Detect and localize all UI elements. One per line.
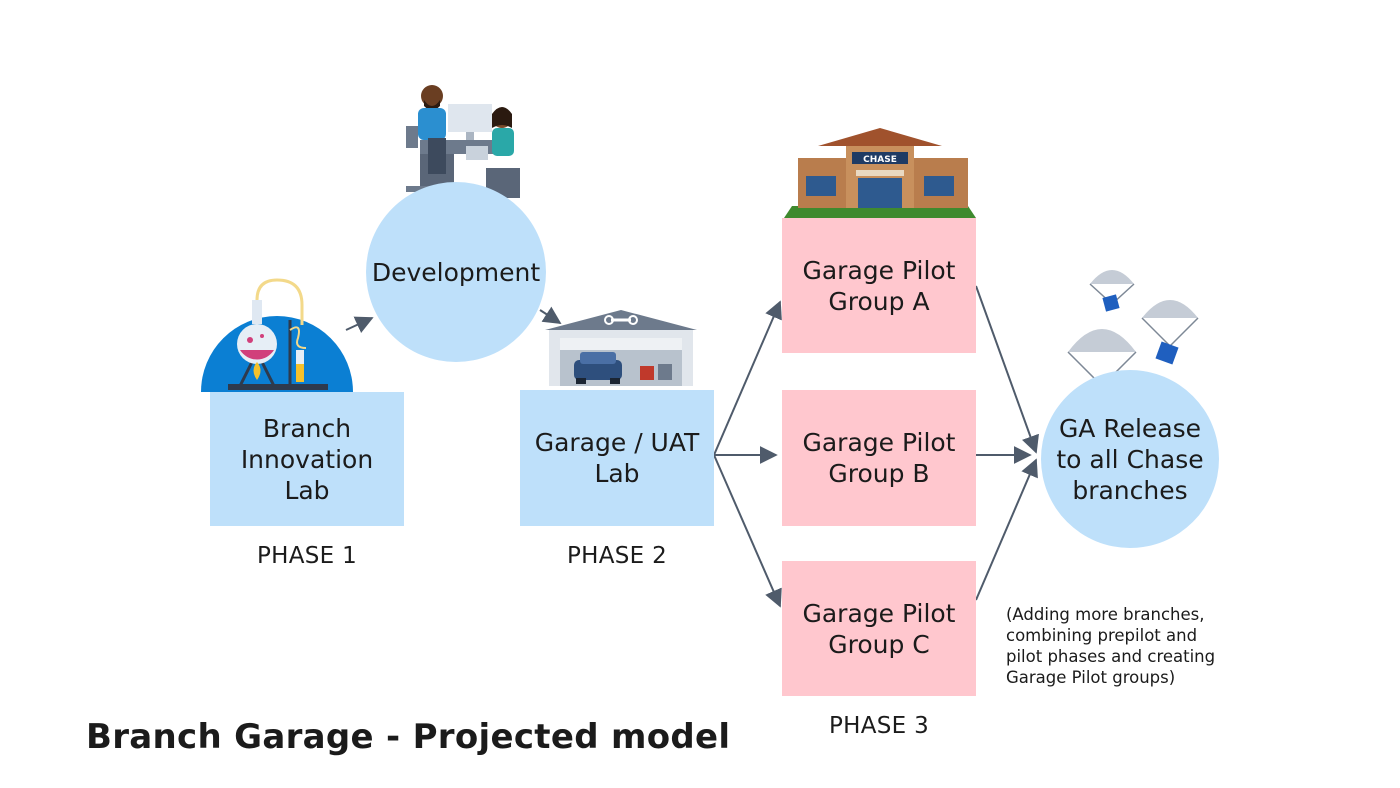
arrow-lab-to-development [345, 316, 374, 333]
phase-1-label: PHASE 1 [256, 543, 358, 569]
node-pilot-group-a: Garage Pilot Group A [782, 218, 976, 353]
arrow-garage-to-pilot-a [713, 300, 782, 456]
node-ga-release: GA Release to all Chase branches [1041, 370, 1219, 548]
bank-branch-icon: CHASE [784, 128, 976, 218]
node-development: Development [366, 182, 546, 362]
arrow-pilot-a-to-ga [975, 285, 1039, 454]
node-garage-uat-lab: Garage / UAT Lab [520, 390, 714, 526]
arrow-garage-to-pilot-c [713, 454, 782, 608]
arrow-pilot-c-to-ga [975, 458, 1038, 601]
diagram-title: Branch Garage - Projected model [86, 717, 731, 757]
phase-2-label: PHASE 2 [566, 543, 668, 569]
phase-3-label: PHASE 3 [828, 713, 930, 739]
people-at-desk-icon [406, 85, 520, 198]
lab-flask-icon [201, 278, 353, 392]
bank-sign-label: CHASE [863, 155, 897, 165]
node-pilot-group-b: Garage Pilot Group B [782, 390, 976, 526]
node-pilot-group-c: Garage Pilot Group C [782, 561, 976, 696]
connector-arrows [345, 285, 1039, 608]
node-branch-innovation-lab: Branch Innovation Lab [210, 392, 404, 526]
arrow-development-to-garage [539, 306, 562, 324]
garage-car-icon [545, 310, 697, 386]
explanatory-note: (Adding more branches, combining prepilo… [1006, 605, 1216, 687]
